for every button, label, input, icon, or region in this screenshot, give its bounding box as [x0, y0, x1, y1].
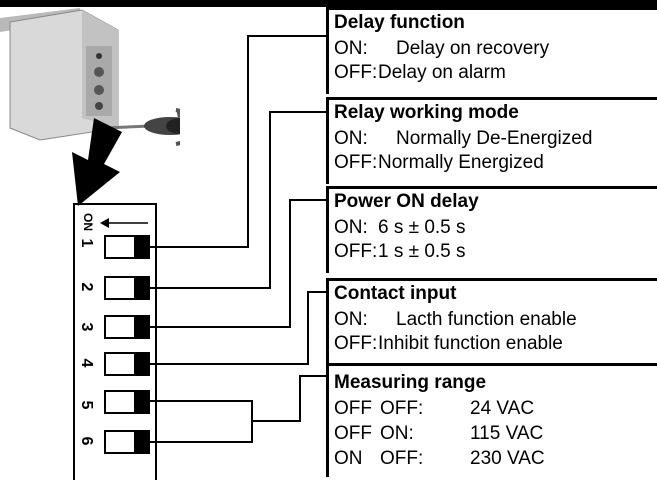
- row-value: Delay on alarm: [378, 62, 506, 83]
- delay-function-box: Delay function ON: Delay on recovery OFF:…: [326, 7, 657, 94]
- leader-line-5: [150, 400, 253, 443]
- range-row: OFF OFF: 24 VAC: [334, 398, 534, 420]
- row-off: OFF:1 s ± 0.5 s: [334, 241, 466, 263]
- row-key: ON:: [334, 38, 368, 59]
- leader-line-6: [252, 375, 326, 422]
- on-arrow-icon: [100, 218, 148, 228]
- row-value: Normally De-Energized: [396, 128, 593, 149]
- dip-switch-1[interactable]: [104, 235, 150, 259]
- row-key: ON:: [334, 128, 368, 149]
- row-value: 6 s ± 0.5 s: [378, 217, 466, 238]
- dip-switch-housing: [73, 203, 157, 480]
- switch-knob: [134, 392, 148, 412]
- row-key: ON:: [334, 309, 368, 330]
- row-value: Lacth function enable: [396, 309, 577, 330]
- row-on: ON: Delay on recovery: [334, 38, 549, 60]
- box-title: Power ON delay: [334, 191, 479, 212]
- leader-line-4: [150, 291, 326, 365]
- dip-switch-6[interactable]: [104, 430, 150, 454]
- measuring-range-box: Measuring range OFF OFF: 24 VAC OFF ON: 115 …: [326, 363, 657, 477]
- row-key-2: OFF:: [380, 398, 424, 419]
- leader-line-3: [150, 199, 326, 328]
- contact-input-box: Contact input ON: Lacth function enable O…: [326, 278, 657, 365]
- dip-switch-3[interactable]: [104, 315, 150, 339]
- row-key: OFF:: [334, 152, 378, 173]
- row-on: ON: 6 s ± 0.5 s: [334, 217, 466, 239]
- power-on-delay-box: Power ON delay ON: 6 s ± 0.5 s OFF:1 s ± …: [326, 186, 657, 273]
- row-value: 1 s ± 0.5 s: [378, 241, 466, 262]
- box-title: Contact input: [334, 283, 457, 304]
- row-value: Delay on recovery: [396, 38, 550, 59]
- row-on: ON: Lacth function enable: [334, 309, 577, 331]
- relay-working-mode-box: Relay working mode ON: Normally De-Energi…: [326, 97, 657, 184]
- led-icon: [96, 53, 102, 59]
- row-off: OFF:Delay on alarm: [334, 62, 506, 84]
- row-key-1: OFF: [334, 398, 372, 419]
- row-off: OFF:Normally Energized: [334, 152, 544, 174]
- box-title: Measuring range: [334, 372, 487, 393]
- row-key: OFF:: [334, 241, 378, 262]
- row-key-1: ON: [334, 448, 363, 469]
- row-value: Inhibit function enable: [378, 333, 563, 354]
- dip-switch-2[interactable]: [104, 276, 150, 300]
- dip-switch-4[interactable]: [104, 352, 150, 376]
- row-key: OFF:: [334, 333, 378, 354]
- row-value: 24 VAC: [470, 398, 535, 419]
- switch-knob: [134, 354, 148, 374]
- row-value: Normally Energized: [378, 152, 544, 173]
- leader-line-1: [150, 35, 326, 248]
- switch-knob: [134, 432, 148, 452]
- switch-knob: [134, 237, 148, 257]
- row-on: ON: Normally De-Energized: [334, 128, 592, 150]
- row-key-1: OFF: [334, 423, 372, 444]
- row-key-2: ON:: [380, 423, 414, 444]
- range-row: OFF ON: 115 VAC: [334, 423, 543, 445]
- top-border: [0, 0, 657, 7]
- box-title: Delay function: [334, 12, 465, 33]
- row-key: ON:: [334, 217, 368, 238]
- row-off: OFF:Inhibit function enable: [334, 333, 563, 355]
- device-illustration: [0, 8, 180, 146]
- row-key: OFF:: [334, 62, 378, 83]
- leader-line-2: [150, 111, 326, 289]
- row-value: 230 VAC: [470, 448, 545, 469]
- dip-switch-5[interactable]: [104, 390, 150, 414]
- box-title: Relay working mode: [334, 102, 519, 123]
- row-key-2: OFF:: [380, 448, 424, 469]
- down-arrow-icon: [72, 118, 122, 206]
- switch-knob: [134, 317, 148, 337]
- range-row: ON OFF: 230 VAC: [334, 448, 545, 470]
- switch-knob: [134, 278, 148, 298]
- row-value: 115 VAC: [470, 423, 544, 444]
